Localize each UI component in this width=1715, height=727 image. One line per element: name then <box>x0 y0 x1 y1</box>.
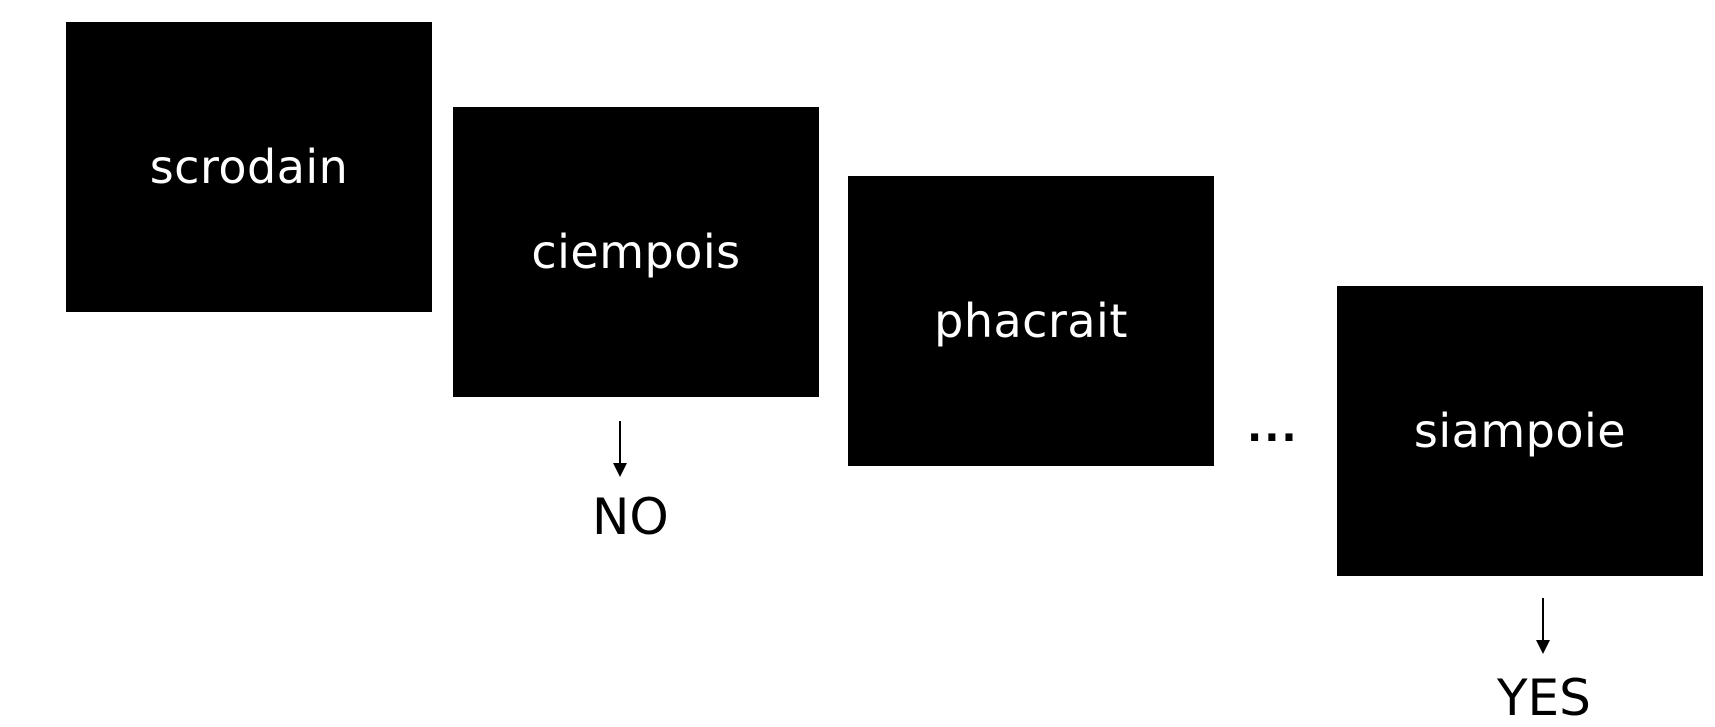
stimulus-screen-1: scrodain <box>66 22 432 312</box>
stimulus-word-1: scrodain <box>149 140 349 194</box>
arrow-down-icon <box>1533 598 1553 654</box>
stimulus-screen-4: siampoie <box>1337 286 1703 576</box>
ellipsis: ... <box>1247 405 1299 451</box>
stimulus-word-3: phacrait <box>934 294 1128 348</box>
stimulus-word-2: ciempois <box>531 225 741 279</box>
response-no-label: NO <box>592 488 669 546</box>
stimulus-screen-2: ciempois <box>453 107 819 397</box>
stimulus-word-4: siampoie <box>1413 404 1627 458</box>
response-yes-label: YES <box>1497 669 1591 727</box>
stimulus-screen-3: phacrait <box>848 176 1214 466</box>
arrow-down-icon <box>610 421 630 477</box>
